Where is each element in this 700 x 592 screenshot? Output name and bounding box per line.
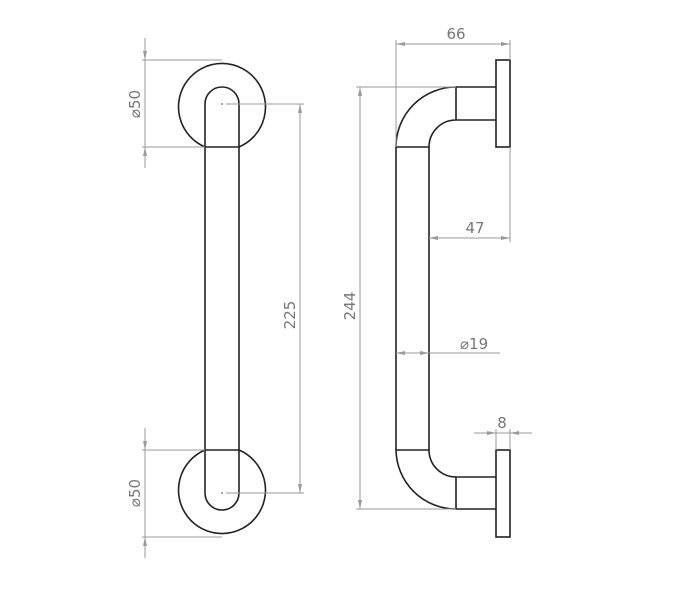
- dimension-tube-diameter: ⌀19: [396, 335, 500, 355]
- side-tube: [395, 147, 430, 450]
- dimension-flange-thickness: 8: [474, 414, 532, 450]
- top-centre-mark: [221, 103, 223, 105]
- bottom-centre-mark: [221, 492, 223, 494]
- flange-thickness-label: 8: [497, 414, 507, 432]
- bottom-elbow: [395, 449, 496, 510]
- dimension-projection: 66: [395, 25, 511, 147]
- front-view: ⌀50 ⌀50 225: [126, 38, 304, 558]
- top-rosette: [177, 62, 267, 148]
- bottom-flange: [495, 449, 511, 538]
- projection-label: 66: [446, 25, 465, 43]
- bottom-rosette: [177, 449, 267, 535]
- overall-height-label: 244: [341, 292, 359, 321]
- dimension-centre-distance: 225: [226, 103, 304, 494]
- dimension-overall-height: 244: [341, 86, 456, 510]
- top-bar-cap: [204, 86, 240, 148]
- bottom-rosette-diameter-label: ⌀50: [126, 479, 144, 507]
- dimension-clearance: 47: [429, 147, 511, 242]
- top-elbow: [395, 86, 496, 148]
- centre-distance-label: 225: [281, 301, 299, 330]
- bottom-bar-cap: [204, 449, 240, 511]
- dimension-bottom-rosette-diameter: ⌀50: [126, 428, 222, 558]
- dimension-top-rosette-diameter: ⌀50: [126, 38, 222, 168]
- tube-diameter-label: ⌀19: [460, 335, 488, 353]
- clearance-label: 47: [465, 219, 484, 237]
- top-flange: [495, 59, 511, 148]
- grab-bar-tube: [204, 147, 240, 450]
- side-view: 66 244 47 ⌀19 8: [341, 25, 532, 538]
- top-rosette-diameter-label: ⌀50: [126, 90, 144, 118]
